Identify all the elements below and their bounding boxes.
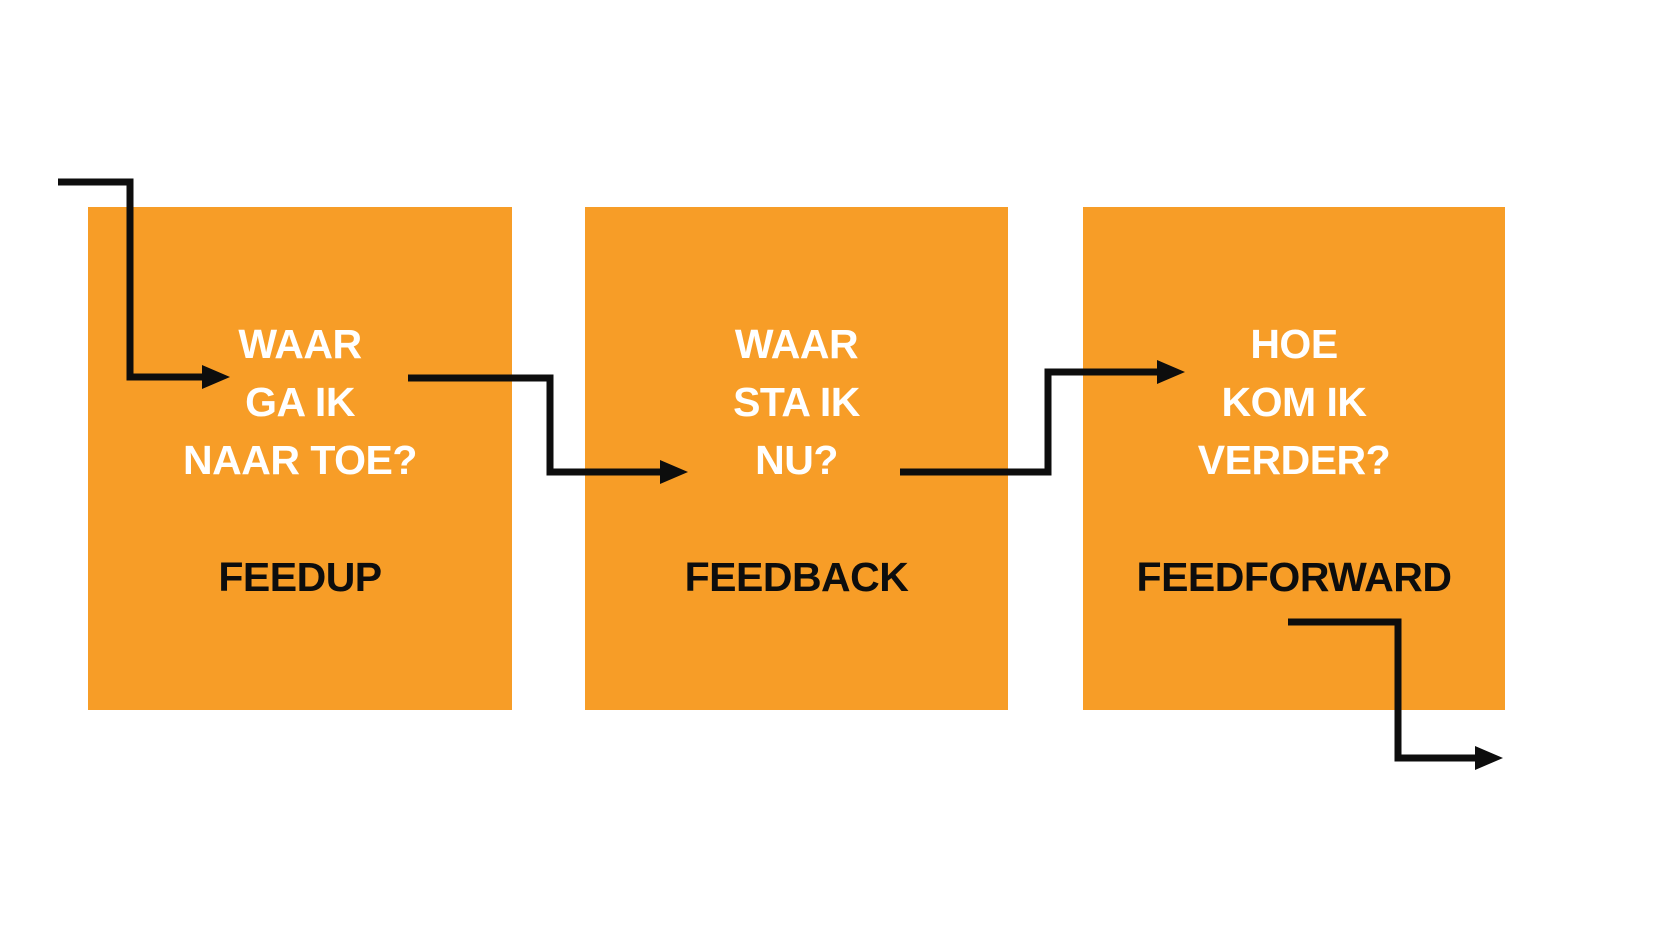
feedforward-question: HOE KOM IK VERDER? bbox=[1083, 315, 1505, 489]
feedback-question: WAAR STA IK NU? bbox=[585, 315, 1008, 489]
question-line: HOE bbox=[1250, 321, 1338, 367]
question-line: VERDER? bbox=[1197, 437, 1391, 483]
box-feedup: WAAR GA IK NAAR TOE? FEEDUP bbox=[88, 207, 512, 710]
box-feedback: WAAR STA IK NU? FEEDBACK bbox=[585, 207, 1008, 710]
feedup-question: WAAR GA IK NAAR TOE? bbox=[88, 315, 512, 489]
feedback-label: FEEDBACK bbox=[684, 554, 909, 600]
question-line: WAAR bbox=[734, 321, 859, 367]
question-line: KOM IK bbox=[1221, 379, 1367, 425]
box-feedforward: HOE KOM IK VERDER? FEEDFORWARD bbox=[1083, 207, 1505, 710]
question-line: GA IK bbox=[245, 379, 355, 425]
feedup-label: FEEDUP bbox=[218, 554, 382, 600]
feedforward-label: FEEDFORWARD bbox=[1136, 554, 1452, 600]
question-line: NAAR TOE? bbox=[183, 437, 417, 483]
question-line: NU? bbox=[755, 437, 838, 483]
question-line: WAAR bbox=[238, 321, 362, 367]
question-line: STA IK bbox=[733, 379, 860, 425]
